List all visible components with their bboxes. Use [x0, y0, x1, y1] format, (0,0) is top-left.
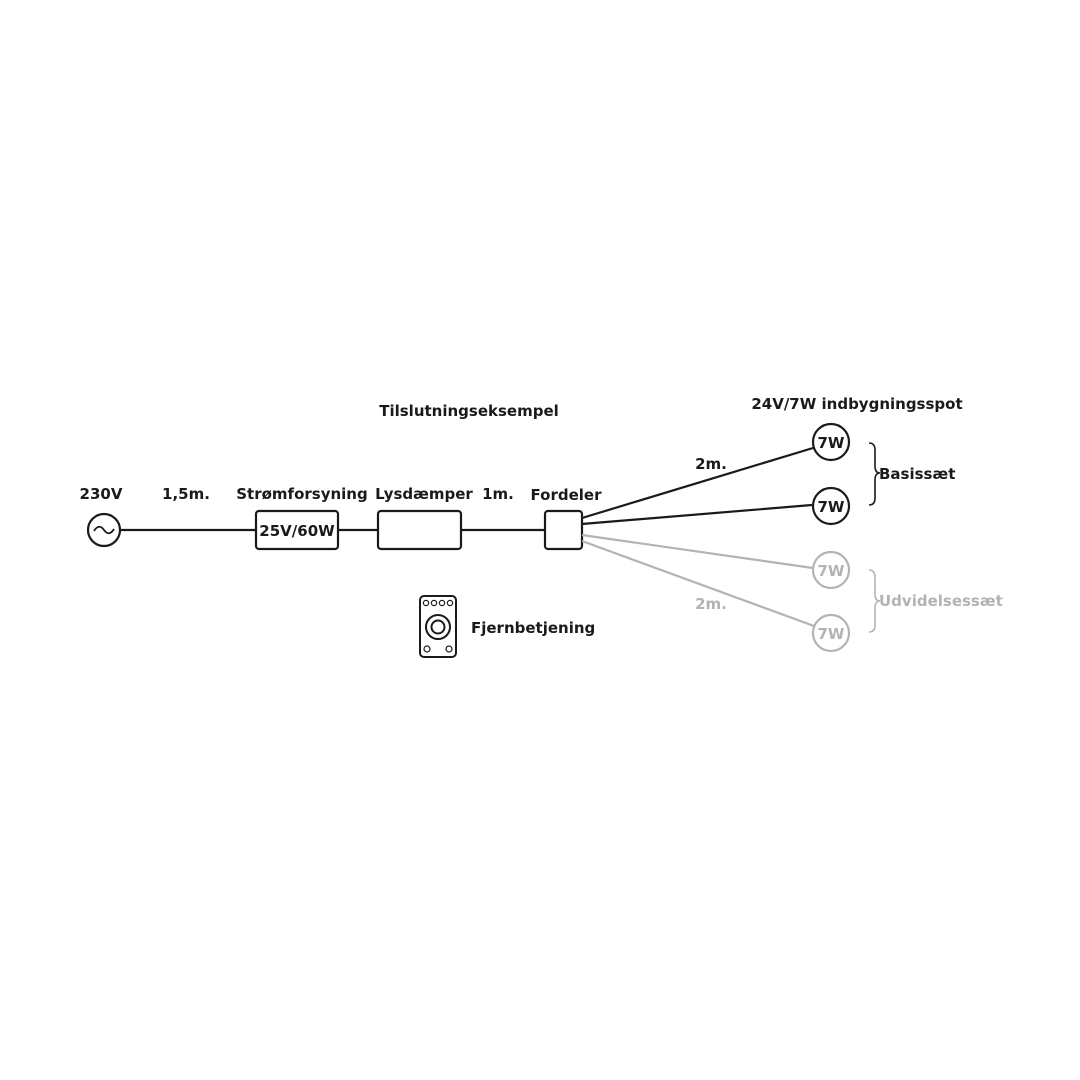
spot-extension-2: 7W [811, 613, 851, 653]
spot-basic-2-label: 7W [818, 498, 845, 516]
cable-basic-spot-1 [581, 446, 814, 520]
spots-header: 24V/7W indbygningsspot [751, 395, 962, 413]
extension-set-bracket [868, 569, 881, 633]
spot-extension-1: 7W [811, 550, 851, 590]
basic-set-bracket [868, 442, 881, 506]
cable-extension-spot-1 [581, 533, 814, 570]
distributor-box [543, 509, 584, 551]
remote-label: Fjernbetjening [471, 619, 595, 637]
cable-extension-spot-2 [581, 539, 815, 628]
basic-cable-length: 2m. [695, 455, 727, 473]
spot-basic-1: 7W [811, 422, 851, 462]
spot-extension-1-label: 7W [818, 562, 845, 580]
power-supply-label: Strømforsyning [236, 485, 367, 503]
remote-control-icon [419, 595, 457, 658]
basic-set-label: Basissæt [879, 465, 955, 483]
extension-cable-length: 2m. [695, 595, 727, 613]
diagram-title: Tilslutningseksempel [379, 402, 559, 420]
cable-basic-spot-2 [581, 503, 813, 526]
distributor-label: Fordeler [531, 486, 603, 504]
source-label: 230V [80, 485, 123, 503]
cable-dimmer-length: 1m. [482, 485, 514, 503]
cable-mains-length: 1,5m. [162, 485, 210, 503]
dimmer-box [376, 509, 463, 551]
spot-basic-2: 7W [811, 486, 851, 526]
spot-extension-2-label: 7W [818, 625, 845, 643]
ac-source [86, 512, 122, 548]
power-supply-rating: 25V/60W [259, 522, 335, 540]
extension-set-label: Udvidelsessæt [879, 592, 1003, 610]
spot-basic-1-label: 7W [818, 434, 845, 452]
ac-wave-icon [93, 525, 115, 535]
dimmer-label: Lysdæmper [375, 485, 473, 503]
